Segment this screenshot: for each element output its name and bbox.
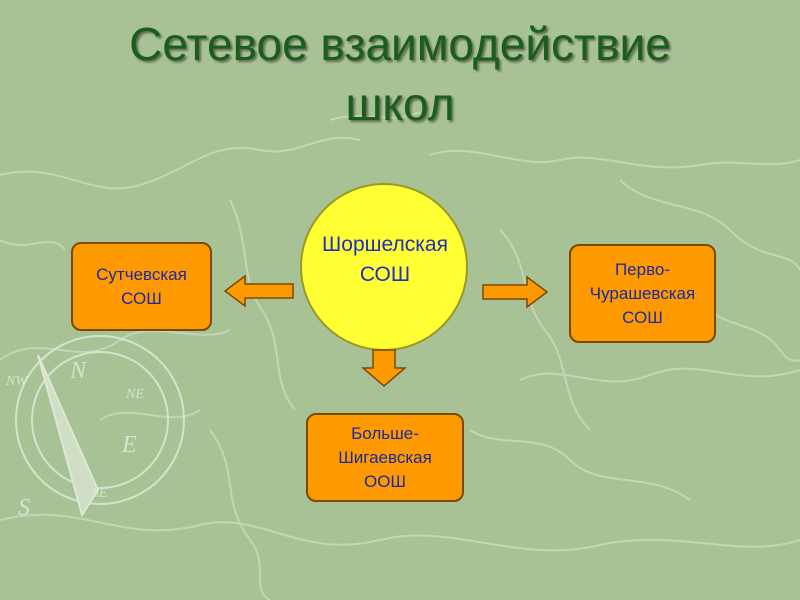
center-school-label: Шоршелская СОШ: [322, 233, 448, 286]
compass-n-label: N: [69, 358, 88, 384]
right-school-box: Перво- Чурашевская СОШ: [569, 244, 716, 343]
compass-graphic: [15, 335, 185, 518]
down-arrow-icon: [361, 349, 407, 387]
bottom-school-box: Больше- Шигаевская ООШ: [306, 413, 464, 502]
compass-s-label: S: [18, 495, 30, 521]
compass-nw-label: NW: [5, 374, 28, 389]
compass-ne-label: NE: [125, 387, 144, 402]
compass-e-label: E: [121, 432, 137, 458]
right-arrow-icon: [482, 275, 549, 309]
slide-title-line-2: школ: [345, 78, 455, 130]
left-arrow-icon: [223, 274, 294, 308]
compass-se-label: SE: [92, 486, 108, 501]
bottom-school-label: Больше- Шигаевская ООШ: [338, 423, 432, 491]
left-school-label: Сутчевская СОШ: [96, 264, 187, 308]
center-school-circle: [300, 183, 468, 351]
left-school-box: Сутчевская СОШ: [71, 242, 212, 331]
slide-title-line-1: Сетевое взаимодействие: [129, 18, 671, 70]
right-school-label: Перво- Чурашевская СОШ: [589, 259, 696, 327]
slide-title: Сетевое взаимодействие школ: [0, 14, 800, 134]
